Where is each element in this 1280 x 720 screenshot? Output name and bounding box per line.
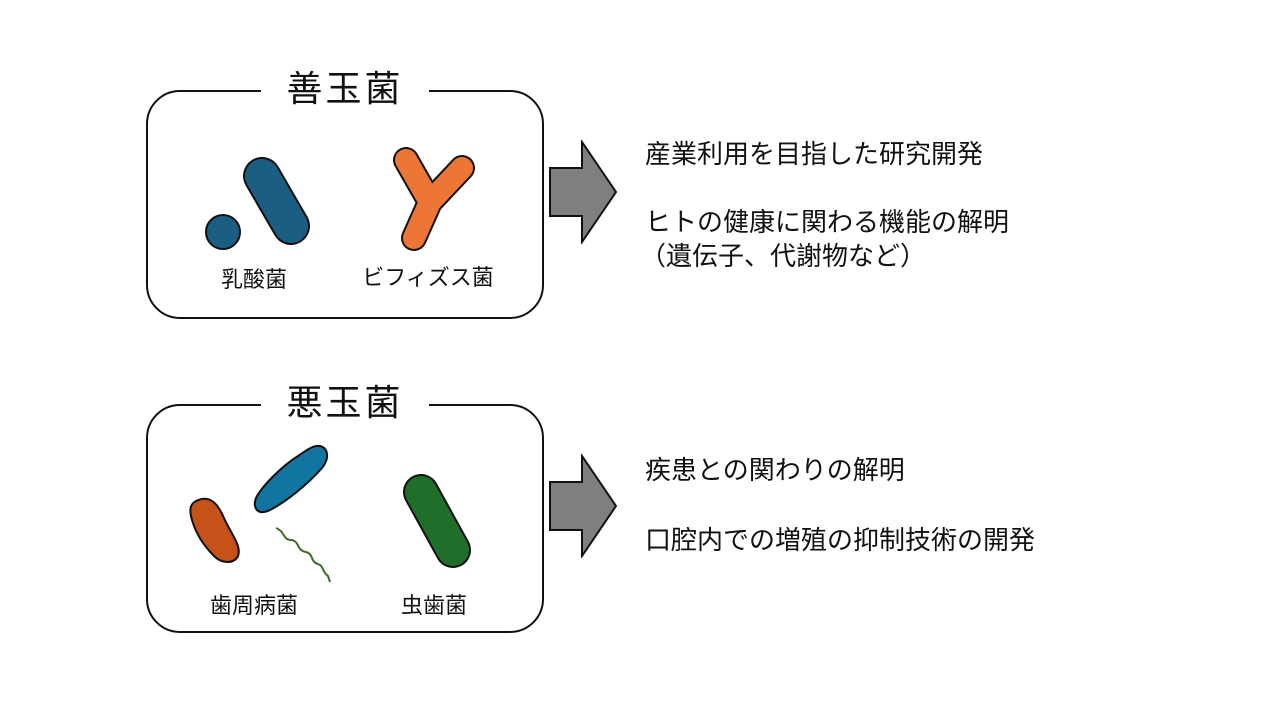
caries-rod bbox=[405, 476, 469, 566]
bifido-body bbox=[395, 149, 473, 249]
bad-description-2: 口腔内での増殖の抑制技術の開発 bbox=[645, 526, 1036, 556]
lactic-coccus bbox=[205, 214, 241, 250]
bifidobacterium-label: ビフィズス菌 bbox=[362, 266, 494, 291]
good-description-2: ヒトの健康に関わる機能の解明 bbox=[645, 208, 1010, 238]
good-description-1: 産業利用を目指した研究開発 bbox=[645, 140, 984, 170]
perio-orange-cell bbox=[189, 497, 240, 563]
bad-bacteria-box: 悪玉菌 歯周病菌 虫歯菌 bbox=[146, 378, 544, 633]
periodontal-bacteria-label: 歯周病菌 bbox=[209, 594, 299, 619]
caries-bacteria-label: 虫歯菌 bbox=[400, 594, 468, 619]
perio-blue-cell bbox=[253, 444, 328, 514]
good-description-3: （遺伝子、代謝物など） bbox=[640, 242, 927, 272]
arrow-right-icon bbox=[549, 140, 618, 244]
spirochete bbox=[275, 527, 331, 583]
lactic-rod bbox=[245, 159, 308, 243]
bad-bacteria-illustration bbox=[189, 444, 471, 583]
good-bacteria-illustration bbox=[205, 147, 475, 251]
lactic-acid-bacteria-label: 乳酸菌 bbox=[220, 268, 288, 293]
arrow-right-icon bbox=[549, 454, 618, 558]
good-bacteria-title: 善玉菌 bbox=[261, 64, 429, 116]
good-bacteria-box: 善玉菌 乳酸菌 ビフィズス菌 bbox=[146, 64, 544, 319]
bad-bacteria-title: 悪玉菌 bbox=[261, 378, 429, 430]
bad-description-1: 疾患との関わりの解明 bbox=[645, 456, 905, 486]
